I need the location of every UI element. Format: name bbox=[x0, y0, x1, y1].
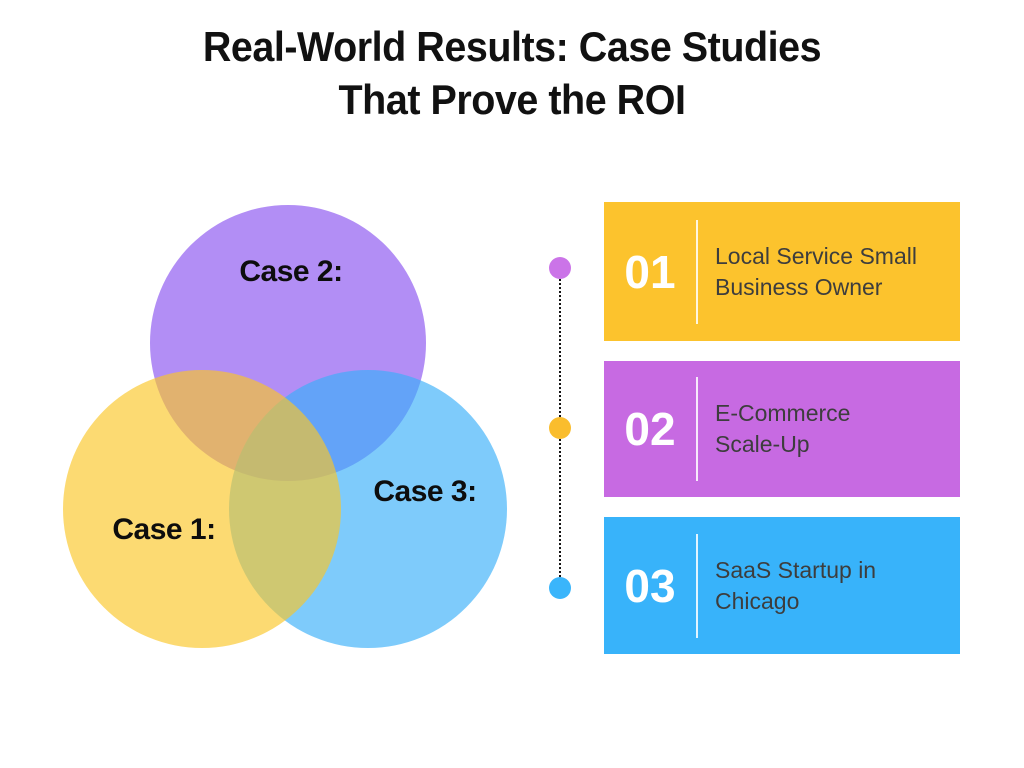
page-title: Real-World Results: Case Studies That Pr… bbox=[31, 20, 994, 126]
case-card-2-title-line-1: E-Commerce bbox=[715, 400, 851, 426]
venn-label-case-1: Case 1: bbox=[112, 513, 216, 546]
case-card-1-title-line-1: Local Service Small bbox=[715, 242, 917, 269]
case-card-2-title-line-2: Scale-Up bbox=[715, 431, 810, 457]
case-card-2-number: 02 bbox=[624, 403, 676, 455]
case-card-1-number: 01 bbox=[624, 245, 676, 298]
case-card-3-divider bbox=[696, 533, 698, 638]
case-card-3: 03 SaaS Startup in Chicago bbox=[604, 517, 960, 654]
case-card-1-divider bbox=[696, 219, 698, 324]
venn-label-case-2: Case 2: bbox=[239, 255, 343, 288]
case-card-1-title-line-2: Business Owner bbox=[715, 273, 883, 300]
case-card-2-title: E-Commerce Scale-Up bbox=[698, 398, 850, 460]
case-card-1-title: Local Service Small Business Owner bbox=[698, 241, 917, 303]
case-card-2-divider bbox=[696, 377, 698, 481]
timeline-dot-1 bbox=[549, 257, 571, 279]
timeline-dot-2 bbox=[549, 417, 571, 439]
page-title-line-2: That Prove the ROI bbox=[338, 76, 686, 123]
case-card-3-number: 03 bbox=[624, 559, 676, 612]
timeline-dot-3 bbox=[549, 577, 571, 599]
case-card-1: 01 Local Service Small Business Owner bbox=[604, 202, 960, 341]
case-card-2: 02 E-Commerce Scale-Up bbox=[604, 361, 960, 497]
page-title-line-1: Real-World Results: Case Studies bbox=[202, 23, 822, 70]
case-card-3-title-line-1: SaaS Startup in bbox=[715, 556, 877, 583]
case-card-3-title-line-2: Chicago bbox=[715, 587, 800, 614]
venn-label-case-3: Case 3: bbox=[373, 475, 477, 508]
case-card-3-title: SaaS Startup in Chicago bbox=[698, 555, 876, 617]
venn-circle-case-1 bbox=[63, 370, 341, 648]
